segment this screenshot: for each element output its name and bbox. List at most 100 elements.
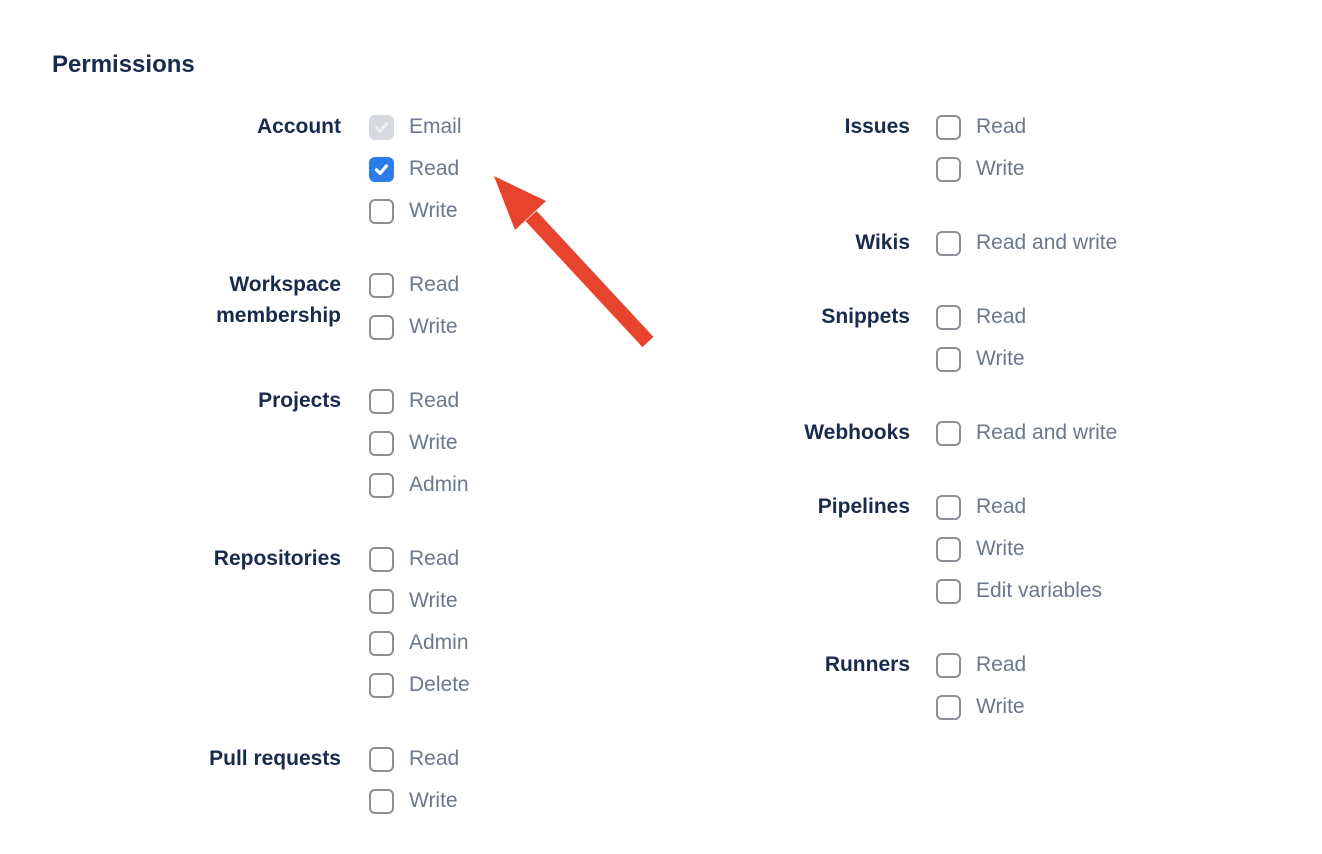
checkbox-snippets-write[interactable] [936, 346, 961, 372]
option-label-account-read: Read [409, 157, 460, 180]
option-label-workspace-membership-write: Write [409, 315, 458, 338]
permission-group-wikis: Wikis Read and write [700, 222, 1117, 264]
option-runners-write[interactable]: Write [936, 686, 1117, 728]
option-label-snippets-read: Read [976, 305, 1027, 328]
option-account-write[interactable]: Write [369, 190, 470, 232]
option-label-runners-read: Read [976, 653, 1027, 676]
checkbox-pipelines-read[interactable] [936, 494, 961, 520]
option-label-repositories-admin: Admin [409, 631, 469, 654]
option-pipelines-write[interactable]: Write [936, 528, 1117, 570]
group-label-webhooks: Webhooks [804, 421, 910, 444]
option-snippets-read[interactable]: Read [936, 296, 1117, 338]
checkbox-webhooks-read-and-write[interactable] [936, 420, 961, 446]
option-issues-write[interactable]: Write [936, 148, 1117, 190]
checkbox-issues-read[interactable] [936, 114, 961, 140]
option-webhooks-read-and-write[interactable]: Read and write [936, 412, 1117, 454]
option-repositories-admin[interactable]: Admin [369, 622, 470, 664]
checkbox-pull-requests-read[interactable] [369, 746, 394, 772]
option-label-projects-read: Read [409, 389, 460, 412]
checkbox-account-write[interactable] [369, 198, 394, 224]
permission-group-webhooks: Webhooks Read and write [700, 412, 1117, 454]
checkbox-wikis-read-and-write[interactable] [936, 230, 961, 256]
option-label-wikis-read-and-write: Read and write [976, 231, 1118, 254]
option-projects-admin[interactable]: Admin [369, 464, 470, 506]
option-pull-requests-write[interactable]: Write [369, 780, 470, 822]
checkbox-account-email [369, 114, 394, 140]
group-label-workspace-membership: Workspace membership [216, 273, 341, 327]
checkbox-projects-admin[interactable] [369, 472, 394, 498]
checkbox-repositories-admin[interactable] [369, 630, 394, 656]
option-label-snippets-write: Write [976, 347, 1025, 370]
option-label-repositories-delete: Delete [409, 673, 470, 696]
option-label-repositories-write: Write [409, 589, 458, 612]
checkbox-repositories-write[interactable] [369, 588, 394, 614]
option-snippets-write[interactable]: Write [936, 338, 1117, 380]
option-wikis-read-and-write[interactable]: Read and write [936, 222, 1117, 264]
checkbox-pipelines-edit-variables[interactable] [936, 578, 961, 604]
option-pull-requests-read[interactable]: Read [369, 738, 470, 780]
option-account-read[interactable]: Read [369, 148, 470, 190]
option-account-email: Email [369, 106, 470, 148]
option-label-webhooks-read-and-write: Read and write [976, 421, 1118, 444]
option-repositories-read[interactable]: Read [369, 538, 470, 580]
option-pipelines-read[interactable]: Read [936, 486, 1117, 528]
option-label-projects-admin: Admin [409, 473, 469, 496]
option-pipelines-edit-variables[interactable]: Edit variables [936, 570, 1117, 612]
checkbox-projects-write[interactable] [369, 430, 394, 456]
checkbox-repositories-read[interactable] [369, 546, 394, 572]
checkbox-snippets-read[interactable] [936, 304, 961, 330]
option-projects-read[interactable]: Read [369, 380, 470, 422]
options-webhooks: Read and write [936, 412, 1117, 454]
option-label-runners-write: Write [976, 695, 1025, 718]
option-repositories-delete[interactable]: Delete [369, 664, 470, 706]
checkbox-pipelines-write[interactable] [936, 536, 961, 562]
option-label-pull-requests-write: Write [409, 789, 458, 812]
group-label-pipelines: Pipelines [817, 495, 910, 518]
option-runners-read[interactable]: Read [936, 644, 1117, 686]
option-label-projects-write: Write [409, 431, 458, 454]
checkbox-issues-write[interactable] [936, 156, 961, 182]
option-projects-write[interactable]: Write [369, 422, 470, 464]
checkbox-runners-read[interactable] [936, 652, 961, 678]
checkbox-workspace-membership-write[interactable] [369, 314, 394, 340]
checkbox-pull-requests-write[interactable] [369, 788, 394, 814]
option-label-issues-read: Read [976, 115, 1027, 138]
option-workspace-membership-read[interactable]: Read [369, 264, 470, 306]
red-arrow-shaft [525, 210, 654, 348]
check-icon [374, 163, 389, 175]
checkbox-account-read[interactable] [369, 156, 394, 182]
option-label-pipelines-write: Write [976, 537, 1025, 560]
option-label-repositories-read: Read [409, 547, 460, 570]
checkbox-runners-write[interactable] [936, 694, 961, 720]
checkbox-projects-read[interactable] [369, 388, 394, 414]
option-label-issues-write: Write [976, 157, 1025, 180]
group-label-runners: Runners [824, 653, 910, 676]
check-icon [374, 121, 389, 133]
option-repositories-write[interactable]: Write [369, 580, 470, 622]
option-label-pipelines-edit-variables: Edit variables [976, 579, 1103, 602]
options-wikis: Read and write [936, 222, 1117, 264]
option-workspace-membership-write[interactable]: Write [369, 306, 470, 348]
group-label-pull-requests: Pull requests [209, 747, 341, 770]
group-label-repositories: Repositories [213, 547, 341, 570]
checkbox-workspace-membership-read[interactable] [369, 272, 394, 298]
checkbox-repositories-delete[interactable] [369, 672, 394, 698]
option-label-account-write: Write [409, 199, 458, 222]
group-label-issues: Issues [844, 115, 910, 138]
option-issues-read[interactable]: Read [936, 106, 1117, 148]
group-label-wikis: Wikis [855, 231, 910, 254]
